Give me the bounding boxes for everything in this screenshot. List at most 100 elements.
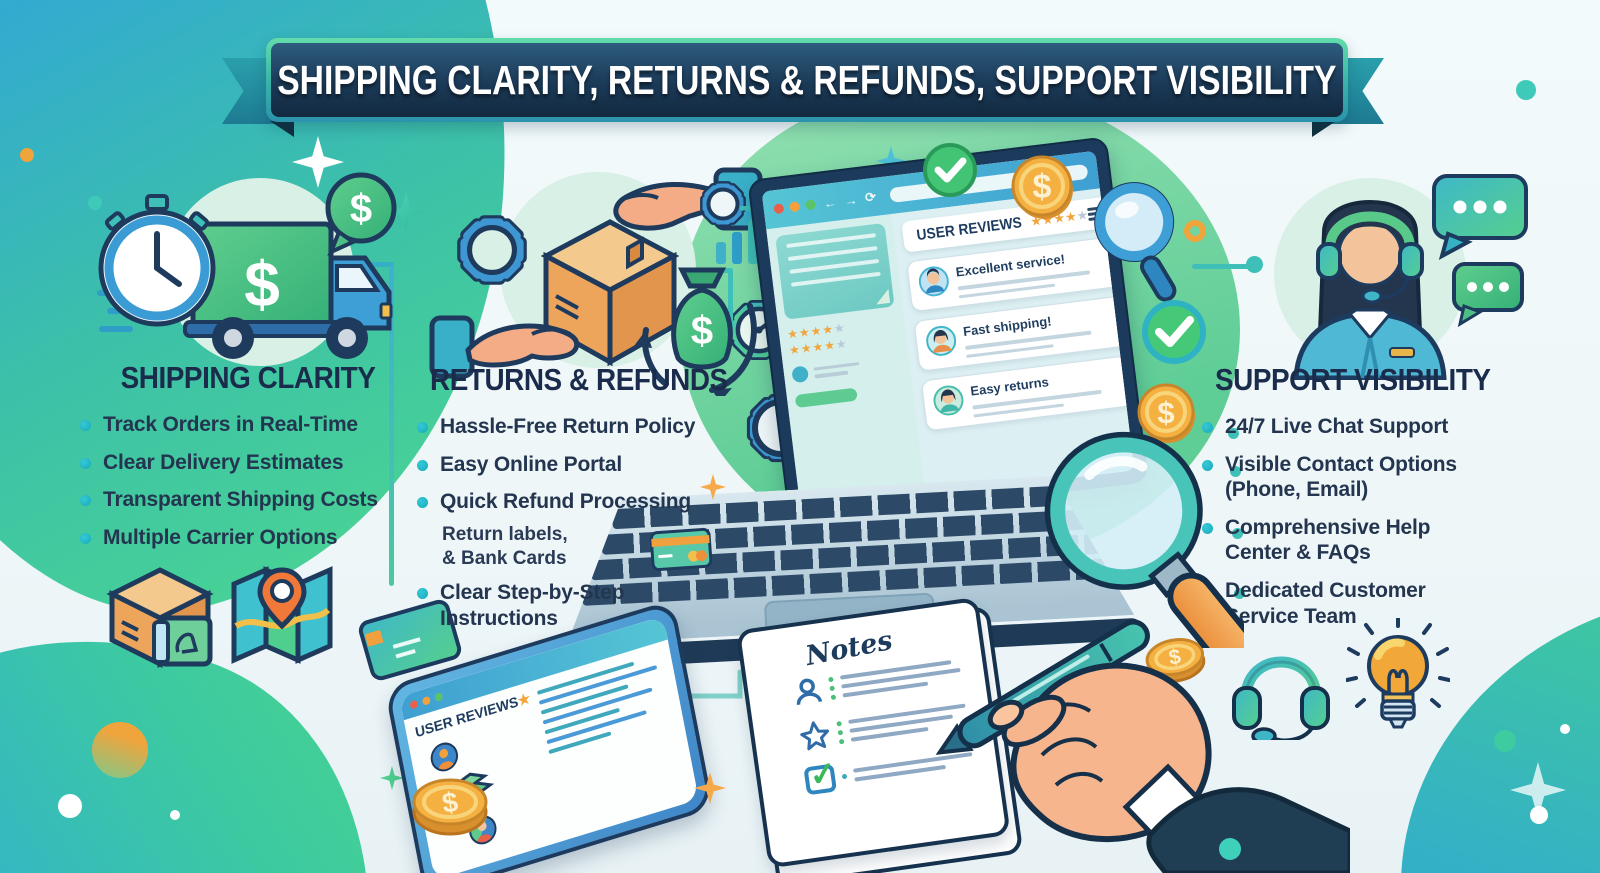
bullet-dot bbox=[80, 420, 91, 431]
bullet-item: Comprehensive Help Center & FAQs bbox=[1200, 515, 1500, 566]
check-badge-icon bbox=[1142, 300, 1206, 364]
bullet-item: Multiple Carrier Options bbox=[78, 525, 418, 551]
dollar-coin-icon: $ bbox=[1145, 638, 1206, 683]
dollar-icon: $ bbox=[1033, 168, 1052, 206]
laptop-screen: ← → ⟳ ★★★★★ ★★★★★ bbox=[747, 136, 1149, 526]
avatar bbox=[791, 365, 810, 384]
connector-line bbox=[1192, 264, 1250, 269]
bullet-item: Transparent Shipping Costs bbox=[78, 487, 418, 513]
reviews-panel: USER REVIEWS ★★★★★ Excellent service! Fa… bbox=[891, 186, 1135, 496]
refresh-icon: ⟳ bbox=[864, 188, 877, 206]
back-icon: ← bbox=[822, 194, 838, 211]
returns-exchange-illustration: $ bbox=[429, 167, 763, 396]
magnifier-large-icon bbox=[1044, 431, 1244, 648]
deco-dot bbox=[92, 722, 148, 778]
sidebar-button bbox=[794, 387, 858, 409]
deco-ring bbox=[1184, 220, 1206, 242]
headset-icon bbox=[1232, 656, 1330, 740]
magnifier-icon bbox=[1094, 182, 1177, 302]
deco-dot bbox=[1232, 528, 1243, 539]
deco-dot bbox=[1516, 80, 1536, 100]
bullet-dot bbox=[417, 422, 428, 433]
connector-dot bbox=[1246, 256, 1263, 273]
notebook-page: Notes ✓ bbox=[735, 596, 1011, 869]
bullet-item: Hassle-Free Return Policy bbox=[415, 414, 715, 440]
review-card: Excellent service! bbox=[906, 236, 1121, 313]
deco-corner-line bbox=[686, 669, 743, 699]
avatar bbox=[926, 325, 957, 356]
package-boxes-icon bbox=[106, 567, 214, 669]
bullet-item: 24/7 Live Chat Support bbox=[1200, 414, 1500, 440]
image-placeholder bbox=[775, 222, 895, 320]
deco-dot bbox=[88, 196, 102, 210]
deco-dot bbox=[170, 810, 180, 820]
shipping-bullet-list: Track Orders in Real-Time Clear Delivery… bbox=[78, 412, 418, 550]
section-heading: SHIPPING CLARITY bbox=[120, 360, 376, 395]
gear-icon bbox=[700, 181, 746, 227]
bullet-item: Clear Step-by-Step Instructions bbox=[415, 580, 715, 631]
deco-dot bbox=[1228, 428, 1239, 439]
support-agent-illustration bbox=[1274, 174, 1528, 380]
bullet-dot bbox=[80, 495, 91, 507]
returns-bullet-list: Hassle-Free Return Policy Easy Online Po… bbox=[415, 414, 715, 515]
phone-text-lines bbox=[536, 649, 689, 833]
deco-dot bbox=[1560, 724, 1570, 734]
dollar-coin-icon: $ bbox=[1137, 383, 1195, 443]
connector-line bbox=[728, 268, 733, 338]
lightbulb-icon bbox=[1346, 618, 1450, 729]
check-icon: ✓ bbox=[807, 754, 839, 794]
person-icon bbox=[796, 678, 823, 705]
page-title: SHIPPING CLARITY, RETURNS & REFUNDS, SUP… bbox=[277, 56, 1337, 103]
support-bullet-list: 24/7 Live Chat Support Visible Contact O… bbox=[1200, 414, 1500, 629]
forward-icon: → bbox=[843, 191, 859, 209]
bullet-dot bbox=[1202, 459, 1213, 471]
bullet-dot bbox=[1202, 522, 1213, 534]
dollar-icon: $ bbox=[350, 187, 372, 231]
avatar bbox=[918, 266, 949, 297]
panel-title: USER REVIEWS bbox=[915, 214, 1023, 245]
dollar-icon: $ bbox=[691, 309, 713, 353]
notebook-illustration: Notes ✓ bbox=[735, 596, 1024, 873]
check-badge-icon bbox=[923, 143, 977, 197]
star-icon: ★ bbox=[516, 689, 532, 709]
note-row-star bbox=[797, 697, 978, 753]
section-heading: SUPPORT VISIBILITY bbox=[1215, 362, 1491, 397]
sidebar-user-row bbox=[791, 354, 902, 384]
bullet-item: Quick Refund Processing bbox=[415, 489, 715, 515]
dollar-coin-icon: $ bbox=[412, 778, 488, 836]
note-row-user bbox=[791, 654, 971, 708]
section-heading: RETURNS & REFUNDS bbox=[430, 362, 728, 397]
review-card: Easy returns bbox=[920, 355, 1135, 432]
traffic-dot-green bbox=[805, 199, 817, 211]
deco-dot bbox=[1230, 466, 1241, 477]
bullet-item: Clear Delivery Estimates bbox=[78, 450, 418, 476]
bullet-dot bbox=[417, 588, 428, 600]
bullet-dot bbox=[417, 459, 428, 471]
deco-dot bbox=[1494, 730, 1516, 752]
returns-bullet-list-2: Clear Step-by-Step Instructions bbox=[415, 580, 715, 631]
map-location-icon bbox=[231, 566, 333, 664]
bullet-dot bbox=[417, 497, 428, 509]
hand-with-pen-illustration bbox=[935, 619, 1350, 873]
credit-card-icon bbox=[649, 527, 713, 571]
avatar bbox=[933, 385, 964, 416]
connector-line bbox=[389, 266, 394, 586]
traffic-dot-red bbox=[409, 699, 419, 710]
dollar-icon: $ bbox=[1157, 395, 1174, 430]
dollar-icon: $ bbox=[244, 248, 280, 320]
deco-dot bbox=[20, 148, 34, 162]
bullet-dot bbox=[1202, 422, 1213, 433]
deco-dot bbox=[58, 794, 82, 818]
bullet-dot bbox=[80, 457, 91, 469]
laptop-illustration: ← → ⟳ ★★★★★ ★★★★★ bbox=[554, 135, 1155, 695]
traffic-dot-green bbox=[434, 691, 444, 703]
dollar-icon: $ bbox=[1167, 645, 1183, 670]
dollar-coin-icon: $ bbox=[1011, 155, 1073, 219]
traffic-dot-red bbox=[773, 203, 785, 215]
dollar-icon: $ bbox=[440, 786, 460, 819]
credit-card-icon bbox=[358, 599, 462, 681]
star-outline-icon bbox=[800, 721, 830, 751]
section-returns-refunds: RETURNS & REFUNDS Hassle-Free Return Pol… bbox=[415, 362, 728, 644]
section-support-visibility: SUPPORT VISIBILITY 24/7 Live Chat Suppor… bbox=[1200, 362, 1500, 641]
